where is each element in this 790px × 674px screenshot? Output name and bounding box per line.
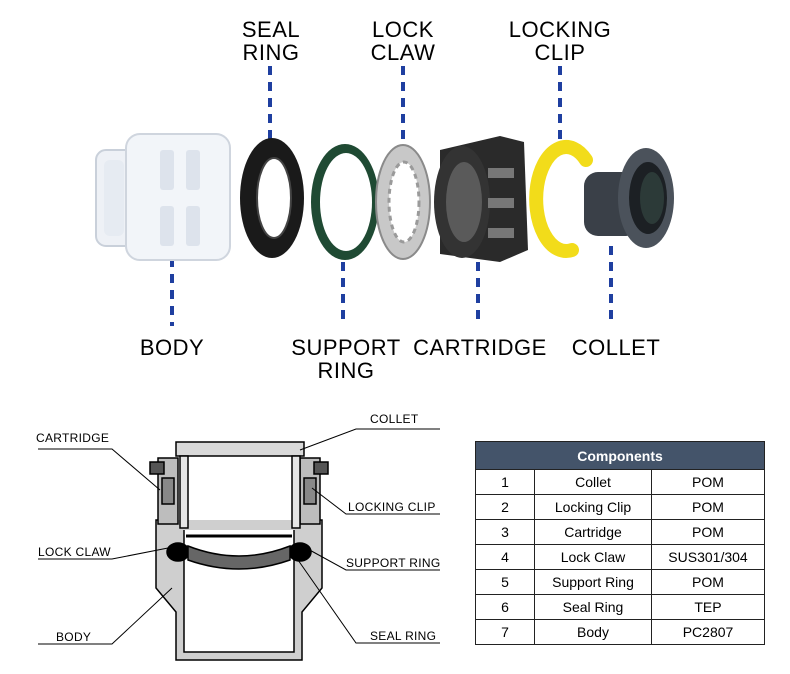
row-material: PC2807 [651, 619, 765, 645]
row-number: 3 [475, 519, 535, 545]
label-lock-claw: LOCK CLAW [370, 17, 436, 65]
section-label-locking-clip: LOCKING CLIP [348, 500, 436, 514]
seal-ring-part [240, 138, 304, 258]
components-table: Components 1 Collet POM 2 Locking Clip P… [475, 441, 765, 645]
cross-section [149, 441, 329, 661]
row-part: Body [534, 619, 652, 645]
section-label-lock-claw: LOCK CLAW [38, 545, 111, 559]
label-body: BODY [139, 335, 205, 360]
label-cartridge: CARTRIDGE [413, 335, 547, 360]
row-part: Lock Claw [534, 544, 652, 570]
section-label-seal-ring: SEAL RING [370, 629, 437, 643]
locking-clip-part [529, 140, 593, 258]
label-seal-ring: SEAL RING [241, 17, 301, 65]
label-collet: COLLET [571, 335, 661, 360]
row-part: Seal Ring [534, 594, 652, 620]
table-row: 1 Collet POM [475, 469, 765, 495]
row-material: SUS301/304 [651, 544, 765, 570]
body-part [95, 133, 231, 261]
row-material: TEP [651, 594, 765, 620]
table-row: 3 Cartridge POM [475, 519, 765, 545]
table-row: 4 Lock Claw SUS301/304 [475, 544, 765, 570]
row-material: POM [651, 569, 765, 595]
row-number: 6 [475, 594, 535, 620]
section-label-cartridge: CARTRIDGE [36, 431, 110, 445]
section-leaders [38, 428, 440, 645]
section-label-body: BODY [56, 630, 92, 644]
row-part: Support Ring [534, 569, 652, 595]
row-material: POM [651, 519, 765, 545]
collet-part [584, 148, 674, 248]
row-material: POM [651, 469, 765, 495]
section-label-collet: COLLET [370, 412, 419, 426]
support-ring-part [311, 144, 379, 260]
row-material: POM [651, 494, 765, 520]
row-part: Collet [534, 469, 652, 495]
lock-claw-part [375, 144, 431, 260]
section-label-support-ring: SUPPORT RING [346, 556, 441, 570]
table-header-row: Components [475, 441, 765, 470]
leader-lines [170, 66, 613, 326]
row-number: 4 [475, 544, 535, 570]
label-support-ring: SUPPORT RING [291, 335, 401, 383]
table-row: 6 Seal Ring TEP [475, 594, 765, 620]
row-number: 1 [475, 469, 535, 495]
table-row: 2 Locking Clip POM [475, 494, 765, 520]
table-row: 5 Support Ring POM [475, 569, 765, 595]
row-part: Locking Clip [534, 494, 652, 520]
row-number: 7 [475, 619, 535, 645]
row-number: 5 [475, 569, 535, 595]
label-locking-clip: LOCKING CLIP [508, 17, 612, 65]
row-part: Cartridge [534, 519, 652, 545]
row-number: 2 [475, 494, 535, 520]
cartridge-part [434, 136, 528, 262]
table-row: 7 Body PC2807 [475, 619, 765, 645]
table-title: Components [475, 441, 765, 470]
